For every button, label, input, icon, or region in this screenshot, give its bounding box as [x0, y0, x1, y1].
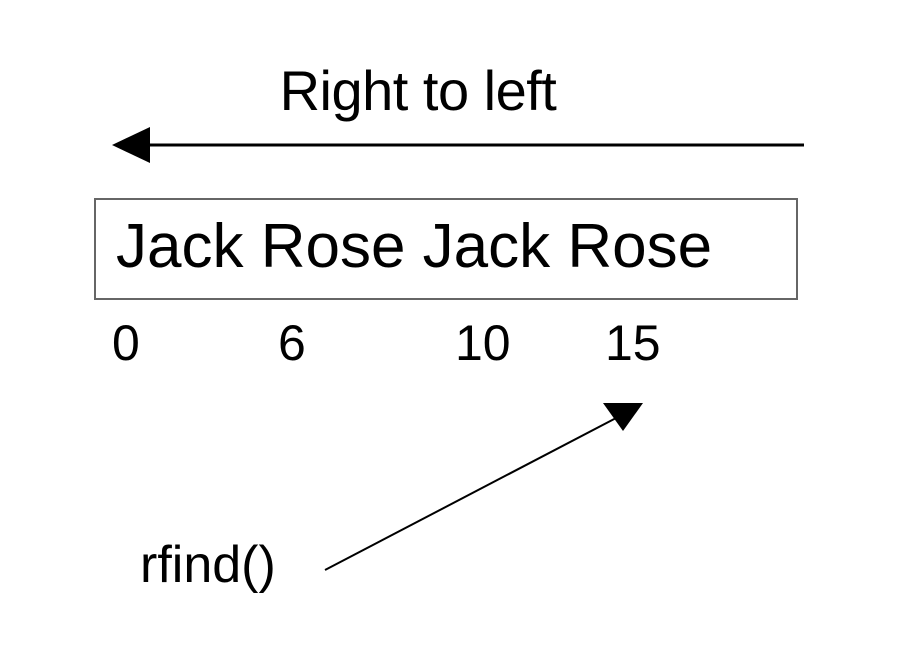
index-label-0: 0	[112, 315, 140, 371]
direction-arrow	[104, 124, 810, 168]
string-box: Jack Rose Jack Rose	[94, 198, 798, 300]
index-label-10: 10	[455, 315, 511, 371]
string-text: Jack Rose Jack Rose	[116, 212, 713, 281]
page-title: Right to left	[279, 59, 557, 122]
callout-label-rfind: rfind()	[140, 536, 276, 594]
long-left-arrow-icon	[112, 127, 804, 163]
diagonal-up-right-arrow-icon	[324, 403, 643, 571]
index-label-15: 15	[605, 315, 661, 371]
index-label-6: 6	[278, 315, 306, 371]
callout-arrow	[300, 395, 650, 585]
